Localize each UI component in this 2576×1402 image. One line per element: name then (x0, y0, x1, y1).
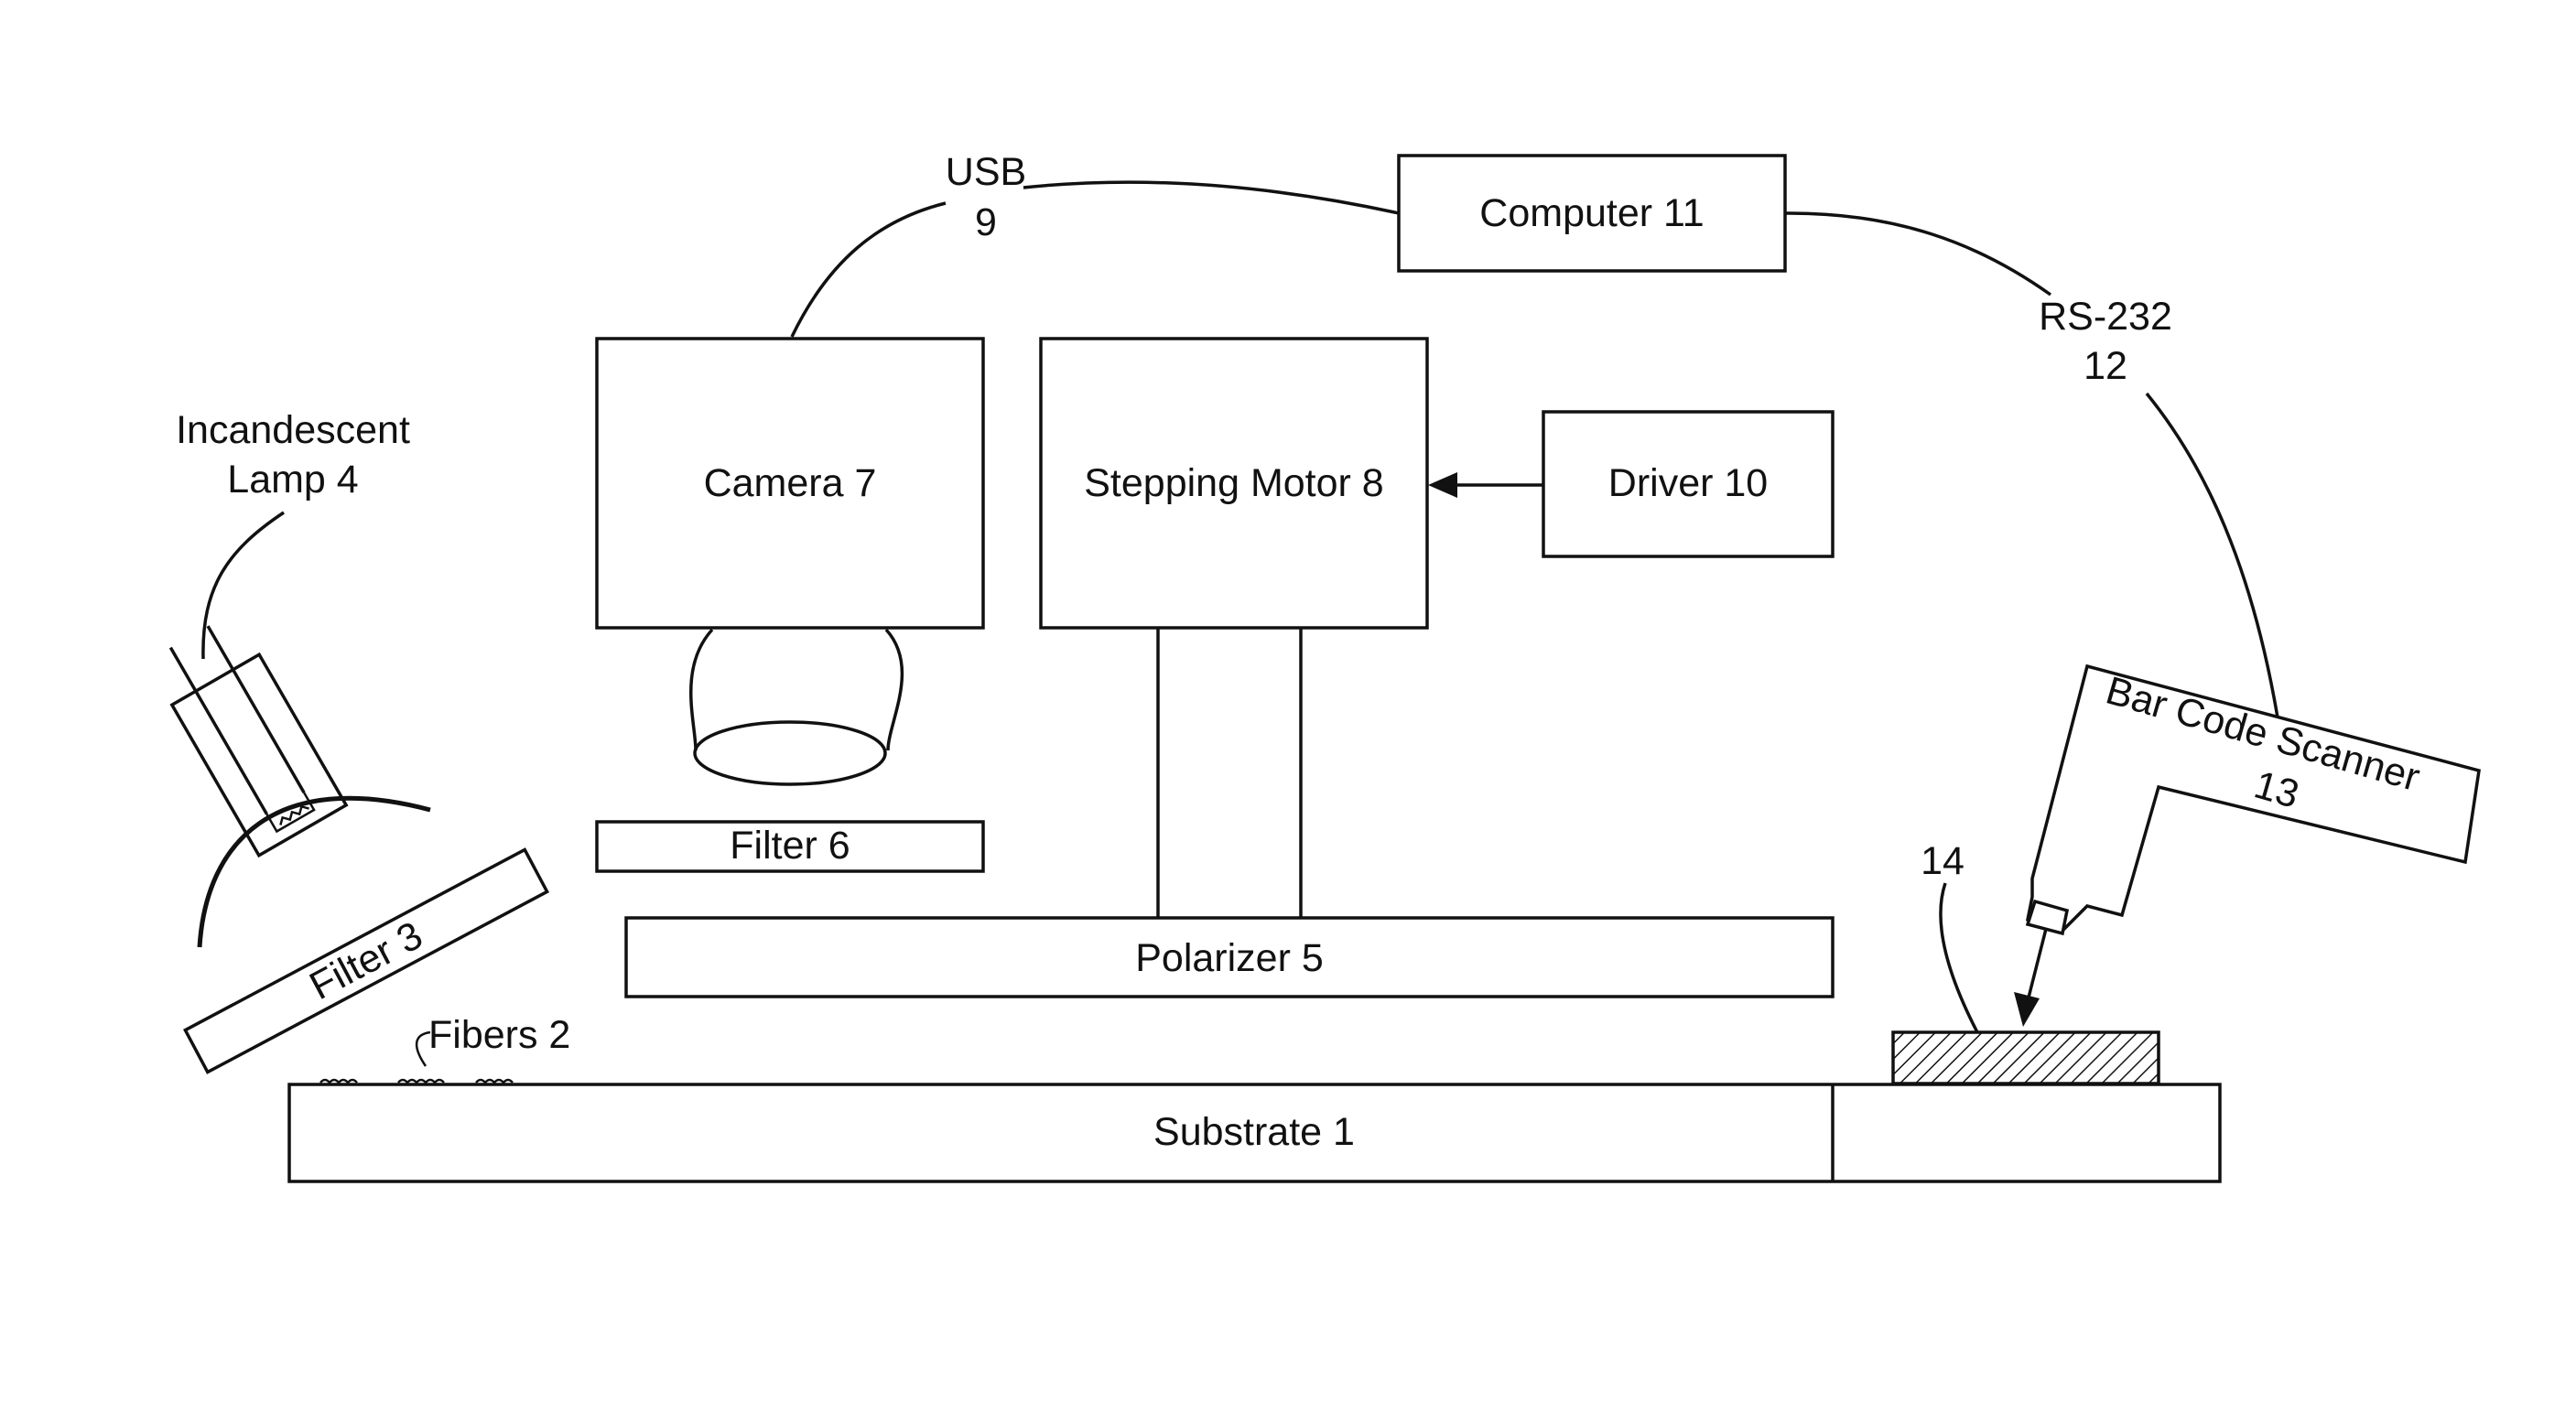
stepping-motor-label: Stepping Motor 8 (1084, 461, 1383, 505)
computer-box: Computer 11 (1399, 156, 1785, 271)
filter6-box: Filter 6 (597, 822, 983, 871)
label14-leader (1941, 883, 1977, 1032)
stepping-motor-box: Stepping Motor 8 (1041, 339, 1427, 628)
driver-to-motor-arrow (1428, 472, 1543, 498)
camera-box: Camera 7 (597, 339, 983, 628)
filter3-label: Filter 3 (303, 913, 430, 1008)
usb-cable (792, 182, 1399, 337)
computer-label: Computer 11 (1479, 191, 1704, 235)
fibers-label: Fibers 2 (428, 1013, 570, 1057)
lamp-icon (146, 611, 430, 947)
substrate-label: Substrate 1 (1153, 1110, 1355, 1154)
label14-text: 14 (1921, 839, 1964, 883)
polarizer-label: Polarizer 5 (1135, 936, 1324, 980)
rs232-label-line2: 12 (2084, 344, 2127, 388)
rs232-label-line1: RS-232 (2039, 295, 2172, 339)
camera-lens (691, 630, 903, 784)
usb-label-line1: USB (946, 150, 1026, 194)
driver-box: Driver 10 (1543, 412, 1833, 556)
filter6-label: Filter 6 (730, 824, 850, 868)
lamp-label-line1: Incandescent (176, 408, 410, 452)
barcode-scanner: Bar Code Scanner 13 (2028, 666, 2479, 933)
polarizer-box: Polarizer 5 (626, 918, 1833, 997)
lamp-label-line2: Lamp 4 (227, 458, 358, 501)
camera-label: Camera 7 (704, 461, 877, 505)
scanner-beam-arrow (2014, 929, 2046, 1027)
substrate-box: Substrate 1 (289, 1084, 2220, 1181)
rs232-cable (1785, 213, 2278, 717)
driver-label: Driver 10 (1608, 461, 1768, 505)
barcode-label (1893, 1032, 2159, 1084)
usb-label-line2: 9 (975, 200, 997, 244)
